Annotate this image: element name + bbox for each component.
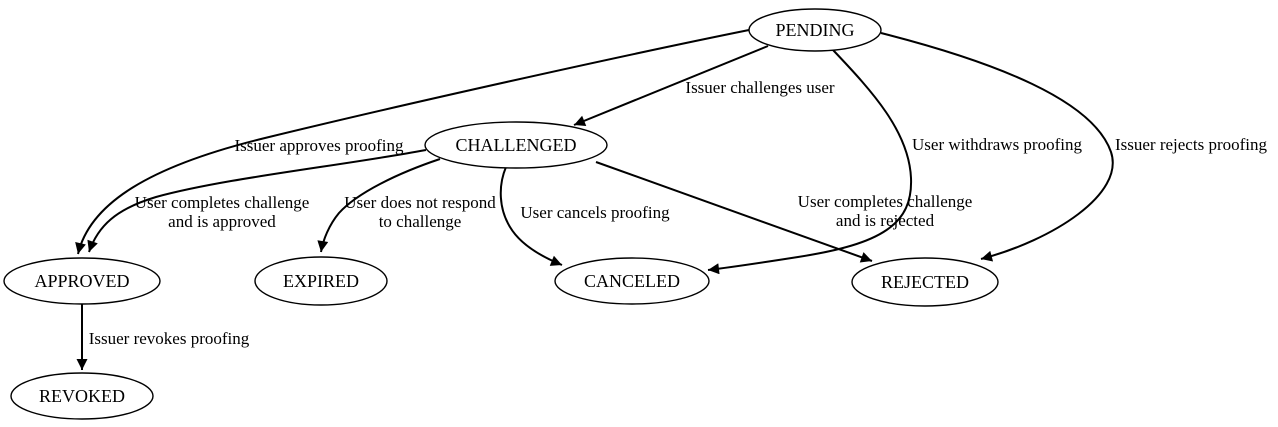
- edge-challenged-canceled: [499, 166, 563, 266]
- node-ellipse-expired: [254, 256, 388, 306]
- edge-label-user-withdraws-proofing: User withdraws proofing: [912, 135, 1082, 154]
- edge-layer: [75, 29, 1114, 370]
- edge-label-completes-approved-line2: and is approved: [168, 212, 276, 231]
- state-node-pending: PENDING: [748, 8, 882, 52]
- node-label-revoked: REVOKED: [39, 386, 125, 406]
- node-label-pending: PENDING: [776, 20, 855, 40]
- node-label-approved: APPROVED: [34, 271, 129, 291]
- edge-label-issuer-revokes-proofing: Issuer revokes proofing: [89, 329, 250, 348]
- edge-challenged-expired: [317, 158, 441, 253]
- state-node-canceled: CANCELED: [554, 257, 710, 305]
- node-ellipse-pending: [748, 8, 882, 52]
- state-node-expired: EXPIRED: [254, 256, 388, 306]
- edge-challenged-rejected: [595, 161, 873, 263]
- edge-label-user-cancels-proofing: User cancels proofing: [520, 203, 670, 222]
- edge-pending-challenged: [573, 45, 769, 126]
- state-node-revoked: REVOKED: [10, 372, 154, 420]
- edge-label-does-not-respond-line2: to challenge: [379, 212, 462, 231]
- edge-label-layer: Issuer challenges user Issuer approves p…: [89, 78, 1268, 348]
- node-label-challenged: CHALLENGED: [456, 135, 577, 155]
- edge-pending-canceled: [707, 49, 913, 275]
- node-ellipse-revoked: [10, 372, 154, 420]
- node-label-expired: EXPIRED: [283, 271, 359, 291]
- state-node-challenged: CHALLENGED: [424, 121, 608, 169]
- node-label-canceled: CANCELED: [584, 271, 680, 291]
- edge-label-issuer-challenges-user: Issuer challenges user: [685, 78, 835, 97]
- edge-label-completes-approved-line1: User completes challenge: [135, 193, 310, 212]
- edge-label-issuer-approves-proofing: Issuer approves proofing: [234, 136, 404, 155]
- node-ellipse-approved: [3, 257, 161, 305]
- edge-label-completes-rejected-line2: and is rejected: [836, 211, 935, 230]
- edge-challenged-approved: [87, 149, 427, 253]
- state-node-rejected: REJECTED: [851, 257, 999, 307]
- node-layer: PENDING CHALLENGED APPROVED EXPIRED CANC…: [3, 8, 999, 420]
- edge-pending-rejected: [880, 32, 1114, 262]
- node-label-rejected: REJECTED: [881, 272, 969, 292]
- node-ellipse-rejected: [851, 257, 999, 307]
- state-node-approved: APPROVED: [3, 257, 161, 305]
- node-ellipse-canceled: [554, 257, 710, 305]
- edge-label-issuer-rejects-proofing: Issuer rejects proofing: [1115, 135, 1268, 154]
- edge-label-completes-rejected-line1: User completes challenge: [798, 192, 973, 211]
- node-ellipse-challenged: [424, 121, 608, 169]
- edge-label-does-not-respond-line1: User does not respond: [344, 193, 496, 212]
- edge-pending-approved: [75, 29, 750, 255]
